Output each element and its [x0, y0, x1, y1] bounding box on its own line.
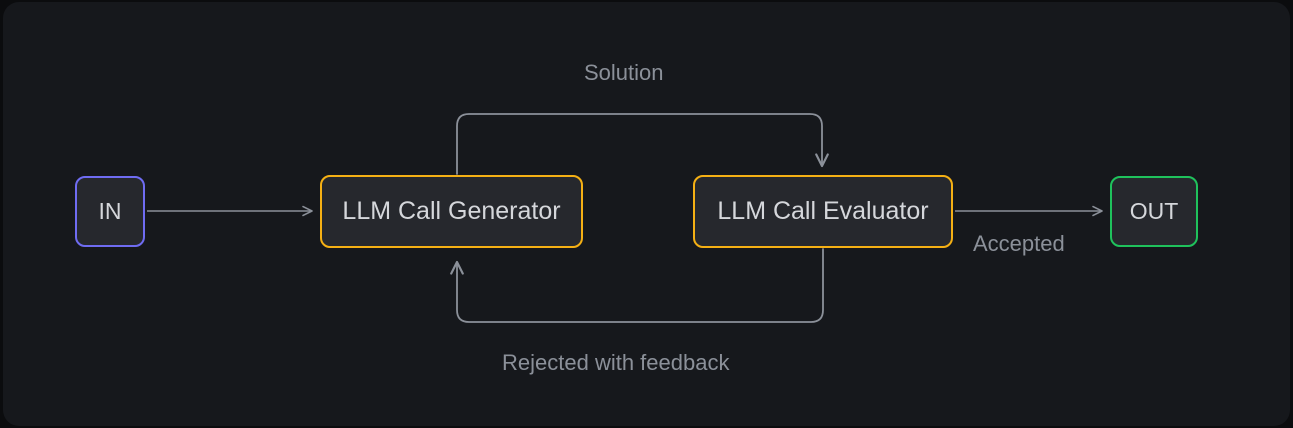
diagram-panel	[3, 2, 1290, 426]
node-generator-label: LLM Call Generator	[342, 197, 561, 225]
node-llm-call-evaluator[interactable]: LLM Call Evaluator	[693, 175, 953, 248]
edge-label-solution: Solution	[584, 60, 664, 85]
node-out[interactable]: OUT	[1110, 176, 1198, 247]
node-in[interactable]: IN	[75, 176, 145, 247]
edge-label-rejected-with-feedback: Rejected with feedback	[502, 350, 730, 375]
node-llm-call-generator[interactable]: LLM Call Generator	[320, 175, 583, 248]
node-out-label: OUT	[1129, 198, 1179, 224]
node-evaluator-label: LLM Call Evaluator	[717, 197, 929, 225]
edge-evaluator-to-generator	[450, 248, 824, 323]
edge-label-accepted: Accepted	[973, 231, 1065, 256]
node-in-label: IN	[98, 198, 122, 224]
edge-generator-to-evaluator	[456, 113, 829, 175]
